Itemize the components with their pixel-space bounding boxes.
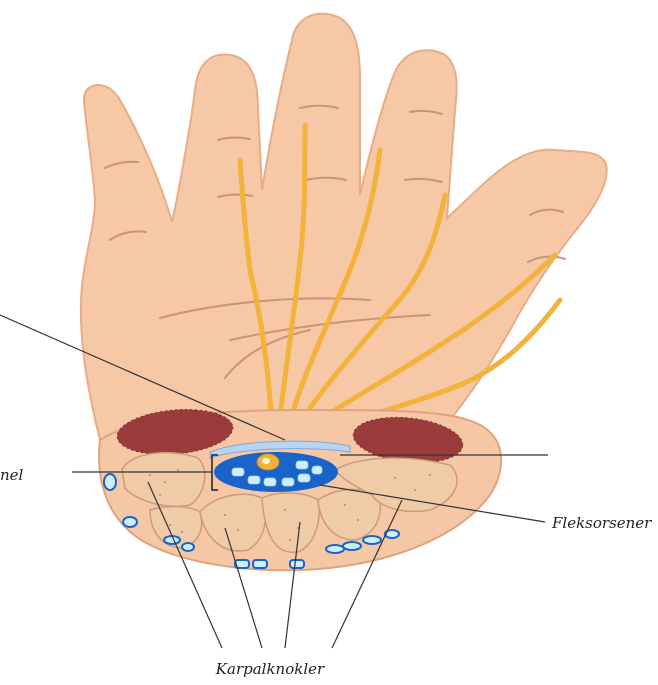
label-flexor-tendons: Fleksorsener xyxy=(551,514,652,532)
median-nerve-core xyxy=(262,458,270,464)
hand-silhouette xyxy=(81,14,607,445)
wrist-cross-section xyxy=(99,405,501,570)
hand xyxy=(81,14,607,445)
label-tunnel-partial: nel xyxy=(0,466,24,484)
label-carpal-bones: Karpalknokler xyxy=(215,660,325,678)
